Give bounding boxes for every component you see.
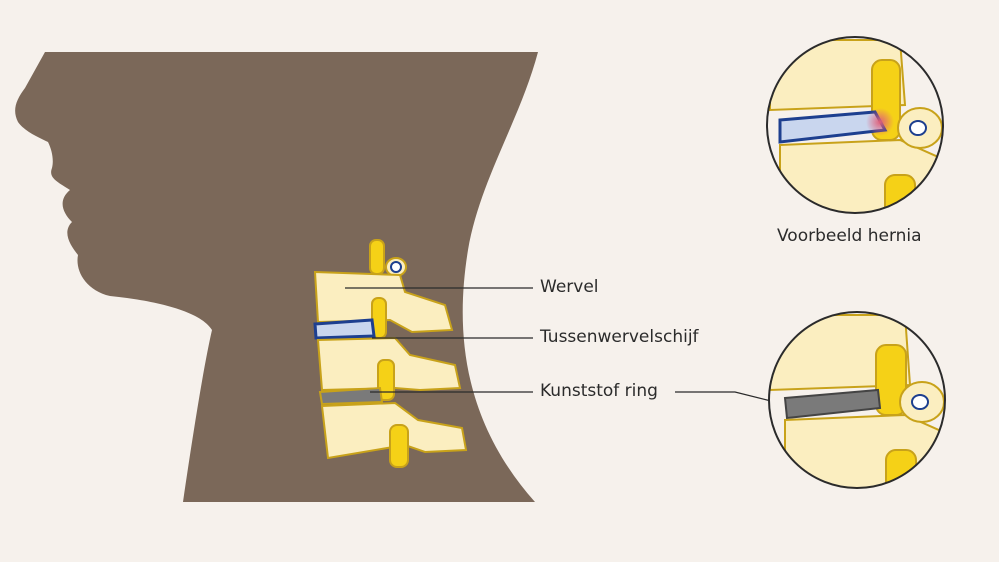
ring-detail-circle [769,312,945,488]
ring-circle-outline [768,311,946,489]
label-hernia-example: Voorbeeld hernia [777,226,922,246]
label-disc: Tussenwervelschijf [540,327,699,347]
vertebrae [313,239,468,468]
label-ring: Kunststof ring [540,381,658,401]
hernia-circle-outline [766,36,944,214]
hernia-detail-circle [767,37,943,213]
label-vertebra: Wervel [540,277,599,297]
